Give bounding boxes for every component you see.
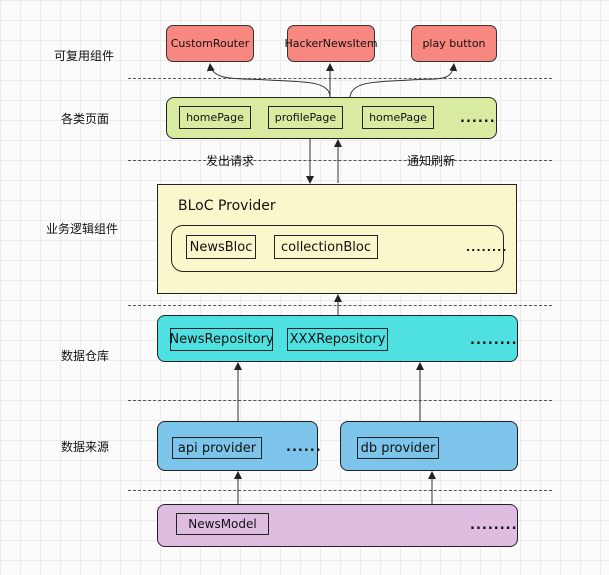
arrow-label-notify: 通知刷新 [407,154,456,168]
page-home[interactable]: homePage [179,106,251,129]
bloc-provider-title: BLoC Provider [178,198,276,214]
separator-line [128,78,552,79]
api-provider-container [157,421,318,471]
row-label-data-source: 数据来源 [61,440,110,454]
pages-container [166,97,497,139]
repository-container [157,315,518,362]
model-news[interactable]: NewsModel [176,513,269,535]
api-provider[interactable]: api provider [172,437,262,459]
page-home-2[interactable]: homePage [362,106,434,129]
arrow-label-request: 发出请求 [206,154,255,168]
db-provider[interactable]: db provider [357,437,439,459]
separator-line [128,160,552,161]
component-play-button[interactable]: play button [411,25,497,62]
repository-news[interactable]: NewsRepository [169,328,274,351]
bloc-list-container [171,225,504,272]
api-more-ellipsis: ...... [286,440,322,455]
bloc-more-ellipsis: ........ [466,241,508,254]
repository-xxx[interactable]: XXXRepository [287,328,388,351]
row-label-data-repository: 数据仓库 [61,349,110,363]
pages-more-ellipsis: ...... [460,111,496,126]
row-label-pages: 各类页面 [61,112,110,126]
repository-more-ellipsis: ........ [470,333,518,348]
component-custom-router[interactable]: CustomRouter [166,25,254,62]
bloc-collection[interactable]: collectionBloc [274,235,378,259]
model-more-ellipsis: ........ [470,518,518,533]
db-provider-container [340,421,518,471]
separator-line [128,490,552,491]
component-hacker-news-item[interactable]: HackerNewsItem [284,25,378,62]
row-label-reusable-components: 可复用组件 [54,49,115,63]
page-profile[interactable]: profilePage [268,106,343,129]
model-container [157,504,518,547]
separator-line [128,400,552,401]
bloc-news[interactable]: NewsBloc [186,235,256,259]
row-label-business-logic: 业务逻辑组件 [46,222,119,236]
separator-line [128,305,552,306]
